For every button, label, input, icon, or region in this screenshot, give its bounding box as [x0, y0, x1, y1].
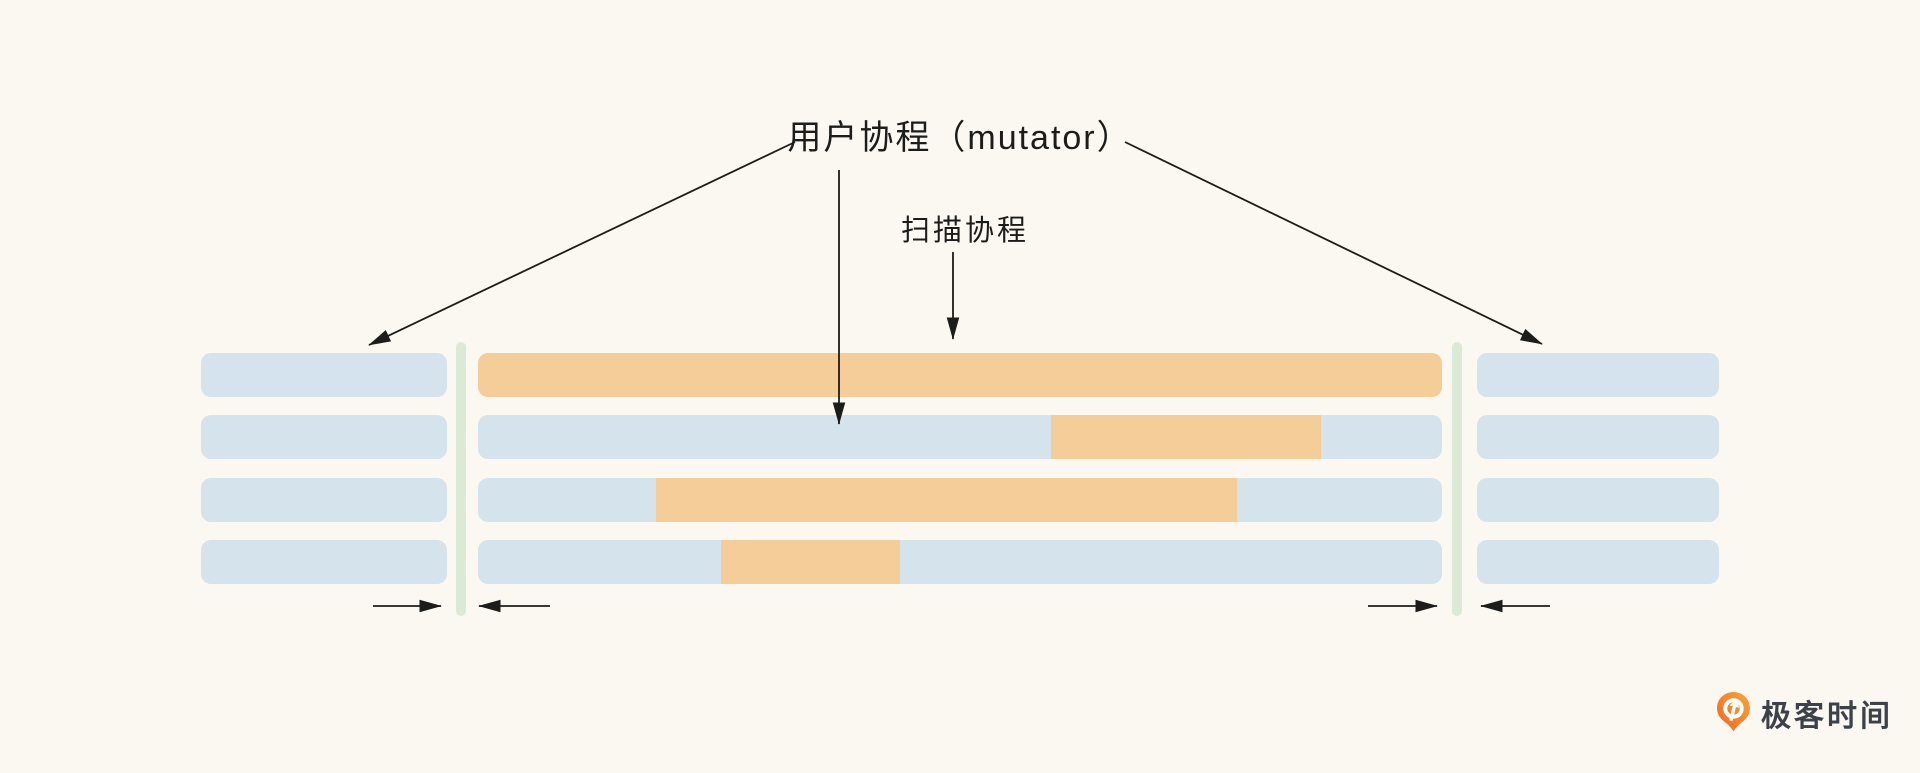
mutator-label: 用户协程（mutator） — [787, 119, 1133, 157]
running-segment — [656, 478, 1237, 522]
middle-goroutine-bar — [478, 540, 1442, 584]
left-goroutine-bar — [201, 415, 447, 459]
geektime-logo-text: 极客时间 — [1761, 700, 1893, 733]
right-goroutine-bar — [1477, 540, 1719, 584]
running-segment — [1051, 415, 1321, 459]
right-goroutine-bar — [1477, 353, 1719, 397]
left-goroutine-bar — [201, 478, 447, 522]
right-goroutine-bar — [1477, 415, 1719, 459]
middle-goroutine-bar — [478, 478, 1442, 522]
stw-divider — [1452, 342, 1462, 616]
right-goroutine-bar — [1477, 478, 1719, 522]
stw-divider — [456, 342, 466, 616]
geektime-logo: 极客时间 — [1716, 691, 1893, 735]
geektime-pin-icon — [1717, 692, 1750, 732]
left-goroutine-bar — [201, 353, 447, 397]
left-goroutine-bar — [201, 540, 447, 584]
running-segment — [721, 540, 900, 584]
middle-goroutine-bar — [478, 353, 1442, 397]
scanner-label: 扫描协程 — [900, 215, 1030, 247]
middle-goroutine-bar — [478, 415, 1442, 459]
